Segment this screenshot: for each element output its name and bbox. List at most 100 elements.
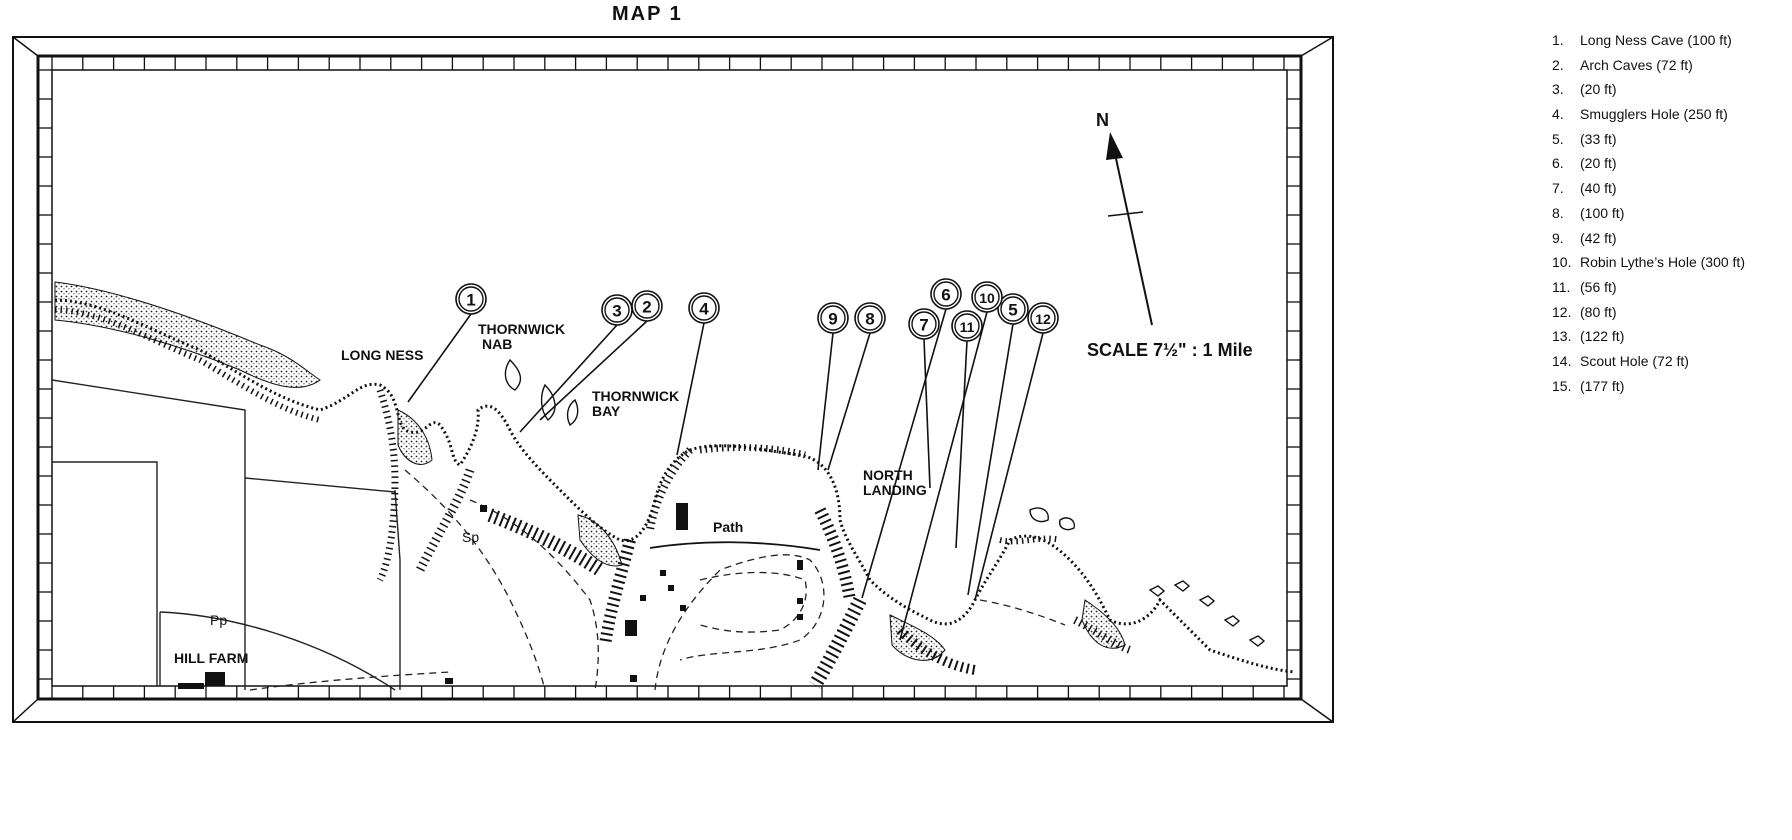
label-path: Path [713,519,743,535]
legend-item: 10. Robin Lythe’s Hole (300 ft) [1552,250,1788,275]
legend-text: (100 ft) [1580,204,1625,221]
marker-leader-9 [817,332,834,471]
place-labels: LONG NESS THORNWICK NAB THORNWICK BAY NO… [174,321,927,666]
offshore-rocks [504,358,1266,647]
legend-item: 4. Smugglers Hole (250 ft) [1552,102,1788,127]
cave-marker-number: 4 [699,300,709,319]
legend-item: 5. (33 ft) [1552,127,1788,152]
legend-item: 11. (56 ft) [1552,275,1788,300]
label-thornwick-nab-2: NAB [482,336,512,352]
cave-legend: 1. Long Ness Cave (100 ft) 2. Arch Caves (7… [1552,28,1788,398]
legend-number: 12. [1552,303,1572,320]
cave-marker-1: 1 [455,283,487,315]
legend-number: 7. [1552,180,1564,197]
sand-areas [54,281,1126,661]
legend-text: (56 ft) [1580,278,1617,295]
legend-number: 13. [1552,328,1572,345]
marker-leader-11 [955,340,968,549]
cave-marker-2: 2 [631,290,663,322]
buildings [178,503,803,689]
label-hill-farm: HILL FARM [174,650,248,666]
cave-marker-number: 1 [466,291,475,310]
map-title: MAP 1 [612,3,683,25]
legend-number: 9. [1552,229,1564,246]
main-path [649,541,821,551]
north-letter: N [1096,110,1109,130]
cave-marker-7: 7 [908,308,940,340]
legend-text: (33 ft) [1580,130,1617,147]
cave-marker-3: 3 [601,294,633,326]
legend-text: (40 ft) [1580,180,1617,197]
legend-number: 1. [1552,32,1564,48]
legend-number: 4. [1552,106,1564,123]
cave-marker-6: 6 [930,278,962,310]
north-arrow: N [1096,110,1153,326]
legend-text: (80 ft) [1580,303,1617,320]
cave-marker-number: 2 [642,298,651,317]
legend-text: Robin Lythe’s Hole (300 ft) [1580,254,1745,271]
map-border [12,36,1334,723]
cave-marker-12: 12 [1027,302,1059,334]
legend-text: Arch Caves (72 ft) [1580,56,1693,73]
label-pp: Pp [210,612,227,628]
marker-leader-7 [923,338,931,489]
scale-text: SCALE 7½" : 1 Mile [1087,340,1253,360]
marker-leader-8 [827,332,871,471]
field-boundaries [51,379,401,691]
cave-marker-number: 5 [1008,301,1017,320]
legend-item: 15.(177 ft) [1552,374,1788,399]
paths [249,469,1066,691]
cave-marker-number: 12 [1035,311,1051,327]
legend-text: (42 ft) [1580,229,1617,246]
legend-number: 6. [1552,155,1564,172]
label-long-ness: LONG NESS [341,347,423,363]
legend-item: 13. (122 ft) [1552,324,1788,349]
cave-marker-number: 8 [865,310,874,329]
legend-number: 11. [1552,278,1571,295]
cave-marker-11: 11 [951,310,983,342]
legend-number: 14. [1552,352,1572,369]
legend-number: 15. [1552,377,1572,394]
map-drawing: MAP 1 [12,3,1334,723]
legend-text: (122 ft) [1580,328,1625,345]
label-sp: Sp [462,529,479,545]
marker-leader-1 [407,313,472,403]
label-north-landing-1: NORTH [863,467,913,483]
legend-number: 10. [1552,254,1572,271]
legend-item: 6. (20 ft) [1552,151,1788,176]
marker-leaders [407,308,1044,641]
legend-item: 1. Long Ness Cave (100 ft) [1552,28,1788,53]
legend-text: Smugglers Hole (250 ft) [1580,106,1728,123]
legend-number: 5. [1552,130,1564,147]
legend-text: (20 ft) [1580,155,1617,172]
cave-marker-10: 10 [971,281,1003,313]
legend-text: Scout Hole (72 ft) [1580,352,1689,369]
label-north-landing-2: LANDING [863,482,927,498]
cave-marker-number: 11 [960,319,975,335]
cave-map: MAP 1 [12,3,1334,723]
legend-item: 14. Scout Hole (72 ft) [1552,349,1788,374]
legend-number: 2. [1552,56,1564,73]
cave-marker-number: 6 [941,286,950,305]
label-thornwick-bay-1: THORNWICK [592,388,679,404]
cave-marker-number: 7 [919,316,928,335]
legend-item: 9. (42 ft) [1552,226,1788,251]
legend-item: 8. (100 ft) [1552,201,1788,226]
legend-text: Long Ness Cave (100 ft) [1580,32,1732,48]
legend-number: 8. [1552,204,1564,221]
legend-item: 2. Arch Caves (72 ft) [1552,53,1788,78]
marker-leader-5 [967,323,1014,596]
cave-marker-number: 9 [828,310,837,329]
cave-marker-9: 9 [817,302,849,334]
cave-marker-8: 8 [854,302,886,334]
legend-item: 7. (40 ft) [1552,176,1788,201]
label-thornwick-bay-2: BAY [592,403,621,419]
marker-leader-3 [519,324,618,433]
marker-leader-2 [539,320,648,421]
cave-marker-number: 3 [612,302,621,321]
cave-marker-number: 10 [979,290,995,306]
marker-leader-4 [676,322,705,456]
cave-marker-4: 4 [688,292,720,324]
marker-leader-12 [974,332,1044,601]
